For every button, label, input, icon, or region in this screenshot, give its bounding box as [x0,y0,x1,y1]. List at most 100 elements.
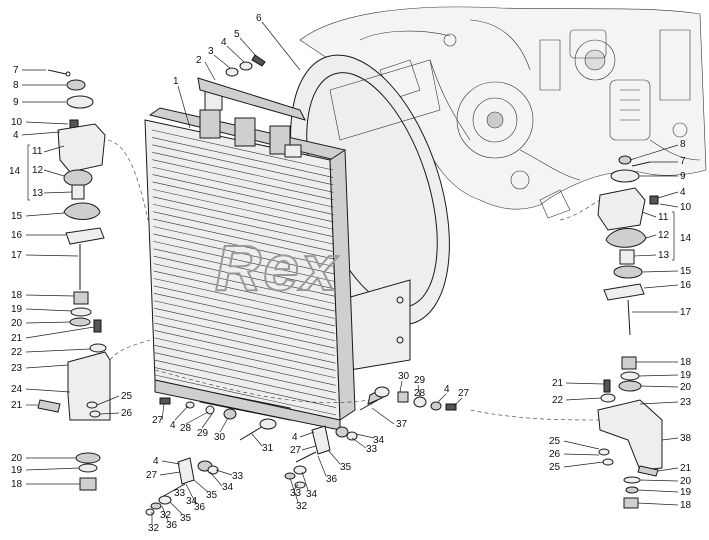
radiator-fin-line [154,374,337,416]
callout-r21b: 21 [680,463,692,474]
callout-b4b: 4 [170,420,176,431]
callout-r16: 16 [680,280,692,291]
radiator-fin-line [152,196,334,238]
callout-l11: 11 [32,146,43,157]
callout-b35c: 35 [180,513,192,524]
callout-r15: 15 [680,266,692,277]
radiator-fin-line [153,293,336,334]
radiator-fin-line [153,278,335,319]
radiator-fin-line [152,181,334,223]
radiator-fin-line [153,263,335,304]
callout-b37: 37 [396,419,408,430]
radiator-fin-line [154,307,336,349]
radiator-fin-line [154,315,336,356]
callout-r20b: 20 [680,476,692,487]
callout-r9: 9 [680,171,686,182]
callout-b28b: 28 [180,423,192,434]
callout-c4: 4 [221,37,227,48]
callout-l21: 21 [11,333,23,344]
callout-l8: 8 [13,80,19,91]
callout-b29b: 29 [197,428,209,439]
callout-b36: 36 [326,474,338,485]
callout-l26: 26 [121,408,133,419]
callout-l9: 9 [13,97,19,108]
callout-b30: 30 [398,371,410,382]
callout-r22: 22 [552,395,564,406]
callout-r8: 8 [680,139,686,150]
radiator-fin-line [154,359,336,401]
radiator-fin-line [152,144,334,186]
callout-c6: 6 [256,13,262,24]
callout-r11: 11 [658,212,669,223]
callout-r38: 38 [680,433,692,444]
watermark-logo: Rex [215,232,339,304]
radiator-fin-line [154,352,336,394]
callout-l18b: 18 [11,479,23,490]
callout-l24: 24 [11,384,23,395]
callout-r19b: 19 [680,487,692,498]
callout-l13: 13 [32,188,44,199]
upper-bracket-drawing [197,54,306,121]
callout-l22: 22 [11,347,23,358]
callout-l18: 18 [11,290,23,301]
callout-r10: 10 [680,202,692,213]
radiator-fin-line [152,189,334,230]
callout-l19b: 19 [11,465,23,476]
alignment-lines [107,139,601,421]
callout-l23: 23 [11,363,23,374]
radiator-fin-line [153,285,335,327]
callout-r19: 19 [680,370,692,381]
callout-l20b: 20 [11,453,23,464]
radiator-fin-line [151,129,334,171]
callout-r13: 13 [658,250,670,261]
callout-b29: 29 [414,375,426,386]
callout-c1: 1 [173,76,179,87]
callout-b33c: 33 [290,488,302,499]
radiator-fin-line [152,159,334,200]
radiator-fin-line [154,322,336,364]
callout-b34d: 34 [186,496,198,507]
callout-l12: 12 [32,165,44,176]
callout-c3: 3 [208,46,214,57]
callout-b4d: 4 [153,456,159,467]
callout-r26: 26 [549,449,561,460]
radiator-fin-line [154,367,336,408]
callout-b33d: 33 [174,488,186,499]
callout-b33b: 33 [232,471,244,482]
callout-l17: 17 [11,250,23,261]
callout-c2: 2 [196,55,202,66]
callout-b34b: 34 [222,482,234,493]
callout-l20: 20 [11,318,23,329]
callout-r23: 23 [680,397,692,408]
callout-b32b: 32 [148,523,160,534]
radiator-fin-line [152,137,334,178]
callout-b30b: 30 [214,432,226,443]
radiator-fin-line [153,270,335,312]
callout-l15: 15 [11,211,23,222]
callout-b36c: 36 [166,520,178,531]
callout-b34: 34 [373,435,385,446]
callout-l7: 7 [13,65,19,76]
callout-l16: 16 [11,230,23,241]
callout-b35b: 35 [206,490,218,501]
radiator-fin-line [152,203,334,245]
callout-b27d: 27 [146,470,158,481]
engine-block-drawing [299,6,707,219]
callout-r18b: 18 [680,500,692,511]
callout-r21: 21 [552,378,564,389]
radiator-fins [151,129,337,416]
callout-r18: 18 [680,357,692,368]
callout-r14: 14 [680,233,692,244]
callout-r20: 20 [680,382,692,393]
radiator-core-drawing [144,84,356,431]
radiator-fin-line [154,330,336,371]
callout-r7: 7 [680,156,686,167]
callout-l4: 4 [13,130,19,141]
callout-b33: 33 [366,444,378,455]
radiator-fin-line [154,337,336,379]
radiator-fin-line [153,255,335,297]
callout-b32: 32 [296,501,308,512]
callout-b28: 28 [414,388,426,399]
radiator-fin-line [152,174,334,215]
